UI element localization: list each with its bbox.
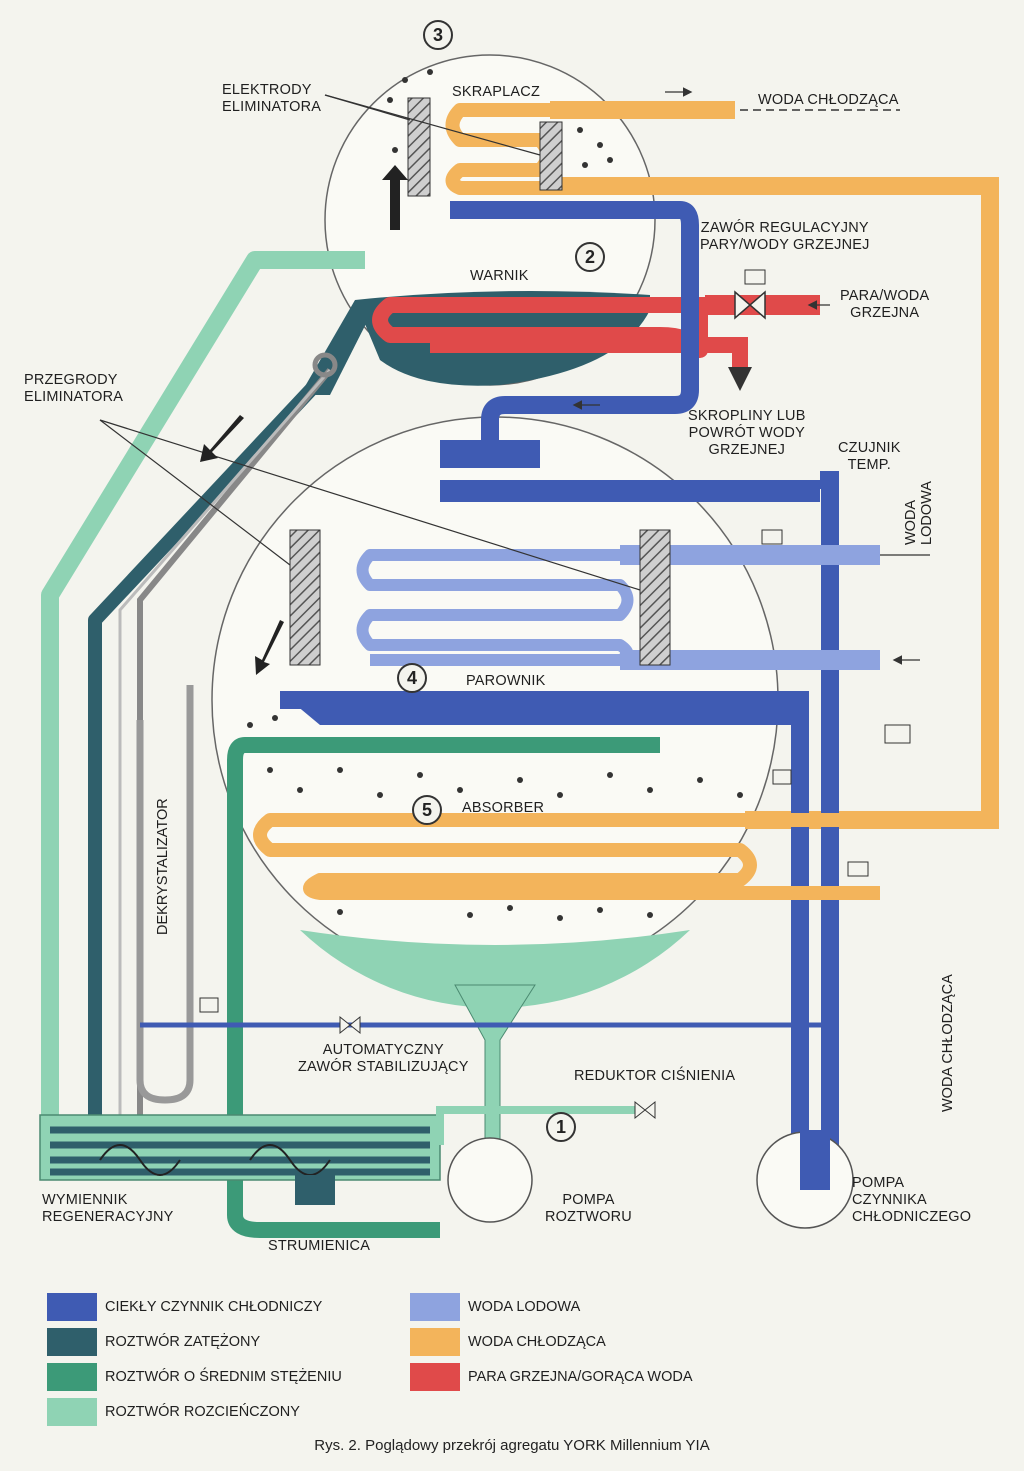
ejector-body <box>295 1175 335 1205</box>
label-parownik: PAROWNIK <box>466 673 546 689</box>
concentrated-solution-downcomer <box>88 375 326 1120</box>
label-absorber: ABSORBER <box>462 800 545 816</box>
stabilizing-valve-icon <box>339 1015 361 1035</box>
refrigerant-pump-inlet <box>800 1130 830 1190</box>
steam-control-valve-icon <box>734 269 766 320</box>
absorber-cooling-coil <box>253 813 990 900</box>
flow-arrow-diag-lower <box>255 620 284 675</box>
solution-pump-discharge <box>436 1106 640 1145</box>
legend-label: PARA GRZEJNA/GORĄCA WODA <box>468 1369 693 1385</box>
label-skraplacz: SKRAPLACZ <box>452 84 541 100</box>
condenser-droplets <box>387 69 613 168</box>
label-zawor-regulacyjny: ZAWÓR REGULACYJNY PARY/WODY GRZEJNEJ <box>700 220 870 253</box>
pointer-przegrody-1 <box>99 419 291 566</box>
legend-label: ROZTWÓR ZATĘŻONY <box>105 1334 261 1350</box>
callout-2: 2 <box>575 242 605 272</box>
pointer-elektrody-2 <box>324 94 541 156</box>
refrigerant-condensate-line <box>450 201 699 450</box>
legend-swatch <box>47 1328 97 1356</box>
label-wymiennik: WYMIENNIK REGENERACYJNY <box>42 1192 174 1225</box>
overflow-loop <box>312 352 338 378</box>
legend-label: ROZTWÓR ROZCIEŃCZONY <box>105 1404 300 1420</box>
label-przegrody: PRZEGRODY ELIMINATORA <box>24 372 124 405</box>
eliminator-electrode-left <box>407 97 431 197</box>
label-automatyczny: AUTOMATYCZNY ZAWÓR STABILIZUJĄCY <box>298 1042 469 1075</box>
legend-label: CIEKŁY CZYNNIK CHŁODNICZY <box>105 1299 323 1315</box>
eliminator-baffle-right <box>639 529 671 666</box>
callout-5: 5 <box>412 795 442 825</box>
label-pompa-czynnika: POMPA CZYNNIKA CHŁODNICZEGO <box>852 1175 972 1225</box>
figure-caption: Rys. 2. Poglądowy przekrój agregatu YORK… <box>314 1437 710 1454</box>
refrigerant-distribution-box <box>440 440 540 468</box>
label-elektrody: ELEKTRODY ELIMINATORA <box>222 82 322 115</box>
legend-label: WODA CHŁODZĄCA <box>468 1334 606 1350</box>
absorber-droplets <box>247 715 743 921</box>
refrigerant-spray-header <box>440 480 820 502</box>
heat-exchanger-flow-arrow-1 <box>99 1144 181 1176</box>
eliminator-baffle-left <box>289 529 321 666</box>
callout-3: 3 <box>423 20 453 50</box>
legend-label: WODA LODOWA <box>468 1299 581 1315</box>
legend-swatch <box>47 1363 97 1391</box>
legend-swatch <box>410 1293 460 1321</box>
label-skropliny: SKROPLINY LUB POWRÓT WODY GRZEJNEJ <box>688 408 806 458</box>
legend-label: ROZTWÓR O ŚREDNIM STĘŻENIU <box>105 1369 342 1385</box>
heating-steam-lower <box>430 337 748 372</box>
dilute-solution-riser <box>41 251 365 1120</box>
label-warnik: WARNIK <box>470 268 529 284</box>
pressure-reducer-valve-icon <box>634 1100 656 1120</box>
flow-arrow-up-condenser <box>382 165 408 230</box>
overflow-pipe-2 <box>118 369 332 1120</box>
label-pompa-roztworu: POMPA ROZTWORU <box>545 1192 632 1225</box>
callout-1: 1 <box>546 1112 576 1142</box>
legend-swatch <box>47 1293 97 1321</box>
label-woda-lodowa: WODA LODOWA <box>903 481 935 545</box>
pointer-przegrody-2 <box>99 419 641 591</box>
decrystallizer-loop <box>136 685 194 1104</box>
heat-exchanger-tubes <box>50 1126 430 1176</box>
absorber-spray-header <box>227 737 660 1238</box>
label-para-woda: PARA/WODA GRZEJNA <box>840 288 930 321</box>
label-woda-chlodzaca-top: WODA CHŁODZĄCA <box>758 92 899 108</box>
label-reduktor: REDUKTOR CIŚNIENIA <box>574 1068 736 1084</box>
temp-sensor-box <box>761 529 783 545</box>
temp-sensor-box-absorber <box>847 861 869 877</box>
heat-exchanger-flow-arrow-2 <box>249 1144 331 1176</box>
label-woda-chlodzaca-vert: WODA CHŁODZĄCA <box>940 974 956 1112</box>
legend-swatch <box>410 1328 460 1356</box>
label-czujnik: CZUJNIK TEMP. <box>838 440 901 473</box>
label-strumienica: STRUMIENICA <box>268 1238 371 1254</box>
callout-4: 4 <box>397 663 427 693</box>
legend-swatch <box>47 1398 97 1426</box>
label-dekrystalizator: DEKRYSTALIZATOR <box>155 798 171 935</box>
eliminator-electrode-right <box>539 121 563 191</box>
level-sensor-box <box>884 724 911 744</box>
absorber-level-box <box>772 769 792 785</box>
flow-arrow-diag-upper <box>200 415 244 462</box>
refrigerant-evaporator-pan <box>290 700 800 725</box>
decrystallizer-box <box>199 997 219 1013</box>
absorber-sump-solution <box>300 930 690 1008</box>
legend-swatch <box>410 1363 460 1391</box>
solution-pump <box>447 1137 533 1223</box>
